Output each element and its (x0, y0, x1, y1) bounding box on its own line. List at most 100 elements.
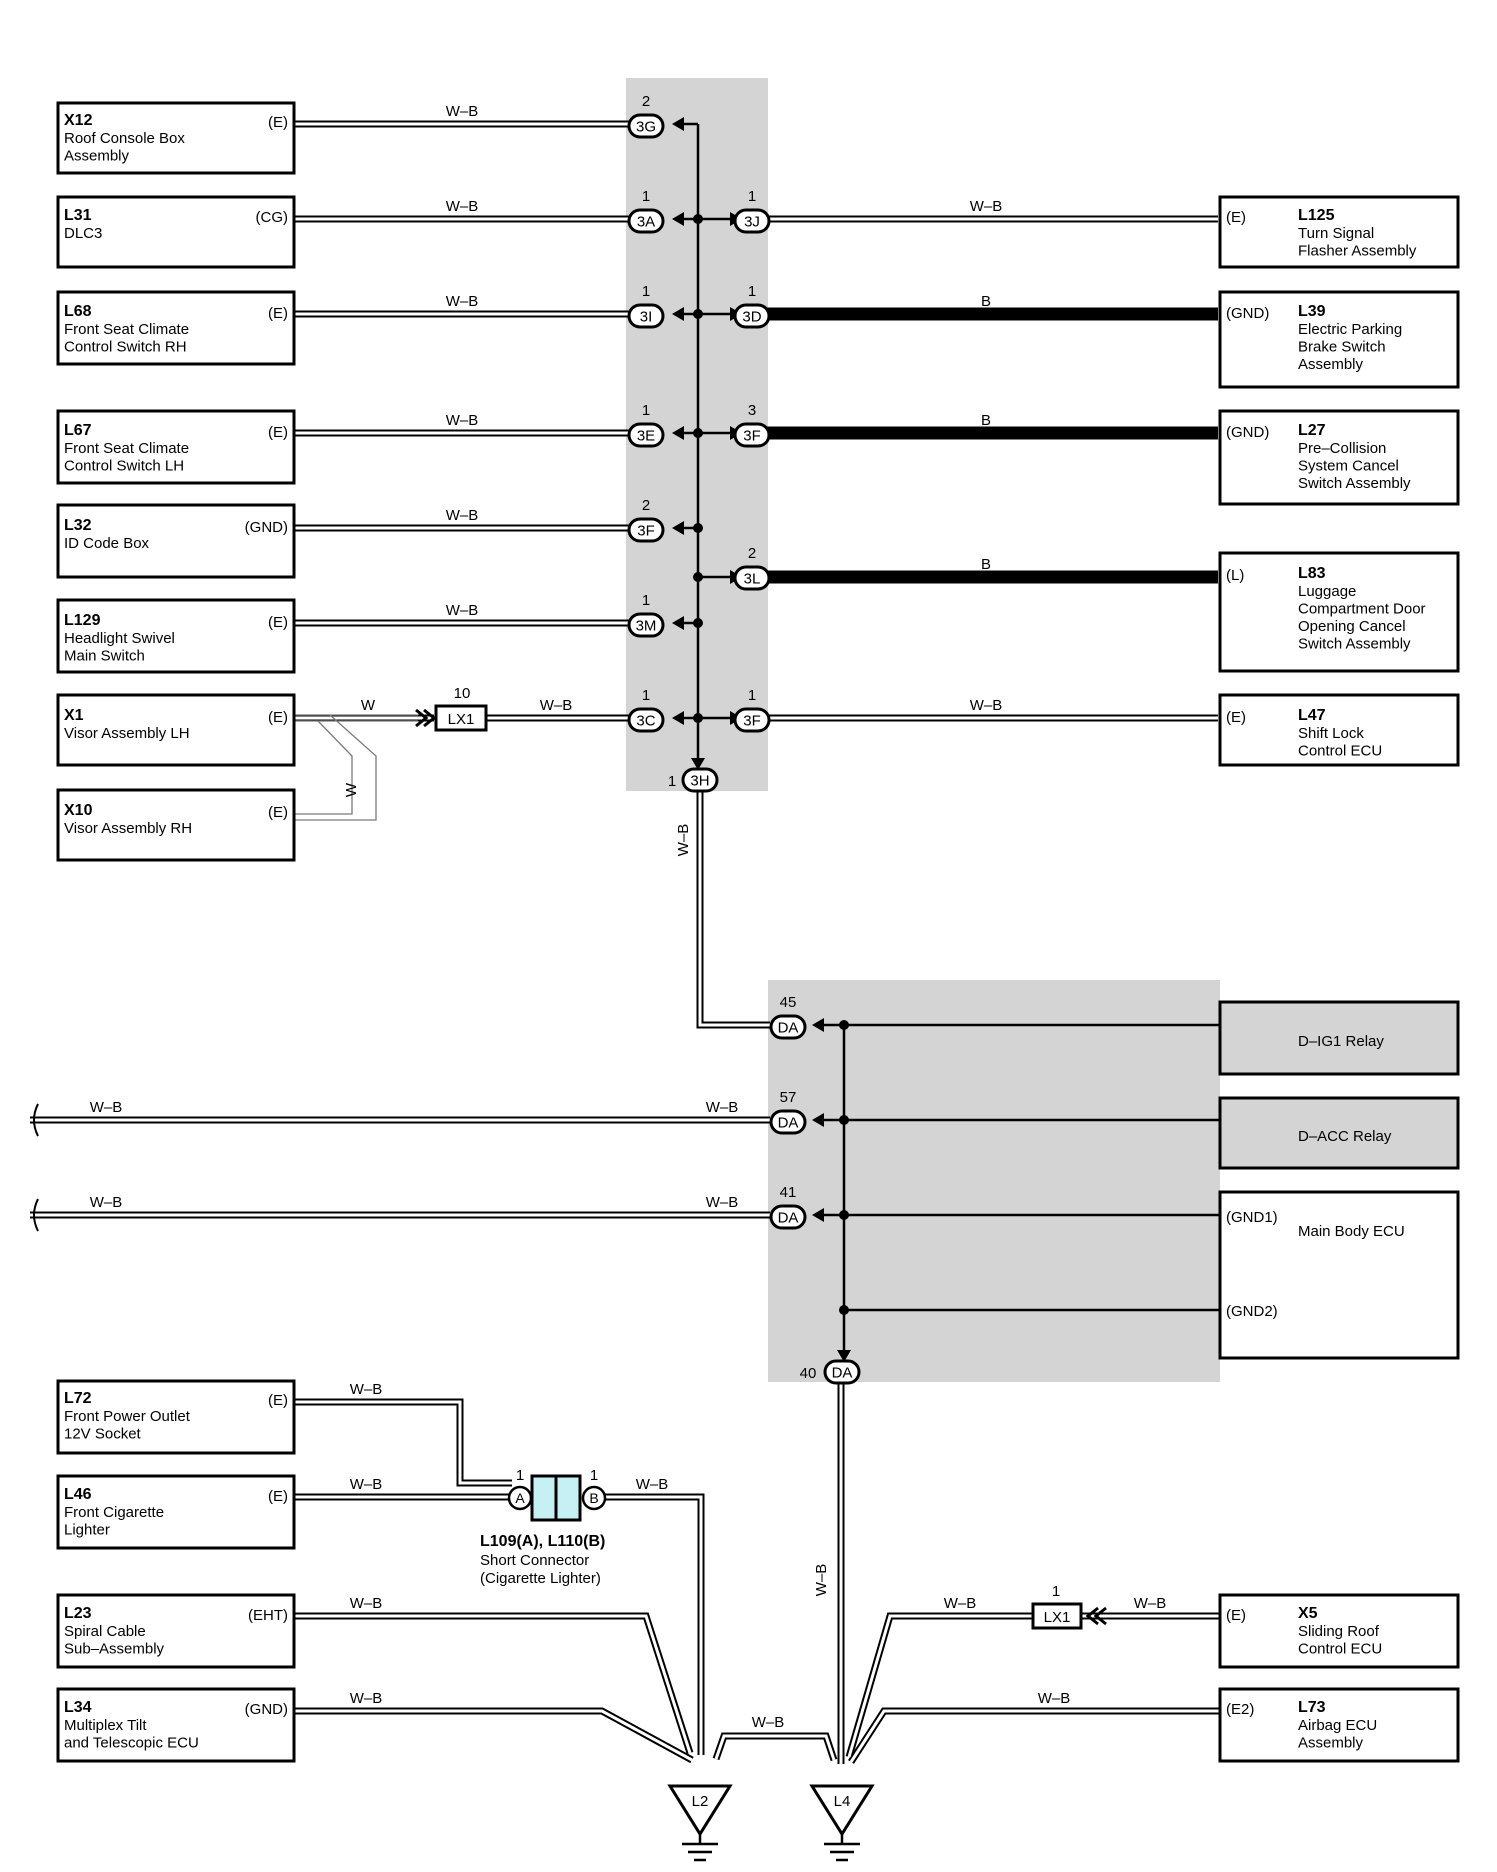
connector-c3d-pin: 1 (748, 283, 756, 300)
l125-name-line: Turn Signal (1298, 225, 1374, 242)
connector-c3f_r-name: 3F (743, 428, 761, 445)
l39-name-line: Assembly (1298, 356, 1364, 373)
l129-code-label: L129 (64, 612, 101, 629)
connector-c3c-name: 3C (636, 713, 655, 730)
l72-terminal-label: (E) (268, 1392, 288, 1409)
l31-code-label: L31 (64, 207, 92, 224)
connector-c3g-pin: 2 (642, 93, 650, 110)
wire-color-label: W–B (636, 1476, 669, 1493)
wire-color-label: B (981, 556, 991, 573)
l72-code-label: L72 (64, 1390, 92, 1407)
x10-code-label: X10 (64, 802, 93, 819)
connector-c3d-name: 3D (742, 309, 761, 326)
main-body-ecu-label: Main Body ECU (1298, 1223, 1405, 1240)
connector-c3l-name: 3L (744, 571, 761, 588)
main-body-gnd1-label: (GND1) (1226, 1209, 1278, 1226)
connector-pills: 3G23A13J13I13D13E13F33F23L23M13C13F13H1D… (627, 93, 861, 1385)
l73-terminal-label: (E2) (1226, 1701, 1254, 1718)
l27-terminal-label: (GND) (1226, 424, 1269, 441)
connector-da40 (823, 1359, 861, 1385)
l67-name-line: Front Seat Climate (64, 440, 189, 457)
wire-color-label: W–B (446, 602, 479, 619)
l83-terminal-label: (L) (1226, 567, 1244, 584)
l23-code-label: L23 (64, 1605, 92, 1622)
l68-terminal-label: (E) (268, 305, 288, 322)
l73-code-label: L73 (1298, 1699, 1326, 1716)
wire-color-label: W–B (752, 1714, 785, 1731)
l72-name-line: 12V Socket (64, 1426, 142, 1443)
l27-name-line: Pre–Collision (1298, 440, 1386, 457)
x12-terminal-label: (E) (268, 114, 288, 131)
l68-name-line: Control Switch RH (64, 339, 187, 356)
connector-c3d (733, 303, 771, 329)
connector-c3f_l-name: 3F (637, 523, 655, 540)
connector-c3j-pin: 1 (748, 188, 756, 205)
connector-c3m-name: 3M (636, 618, 657, 635)
wire-color-label: W–B (813, 1564, 830, 1597)
dacc-relay-label: D–ACC Relay (1298, 1128, 1392, 1145)
l83-code-label: L83 (1298, 565, 1326, 582)
l83-name-line: Opening Cancel (1298, 618, 1406, 635)
short-connector-pin-a-num: 1 (516, 1467, 524, 1484)
l27-name-line: System Cancel (1298, 458, 1399, 475)
l39-name-line: Electric Parking (1298, 321, 1402, 338)
x12-name-line: Assembly (64, 148, 130, 165)
connector-c3g-name: 3G (636, 119, 656, 136)
connector-c3i-name: 3I (640, 309, 653, 326)
x12-name-line: Roof Console Box (64, 130, 185, 147)
l67-code-label: L67 (64, 422, 92, 439)
short-connector-body (507, 1474, 607, 1522)
l27-code-label: L27 (1298, 422, 1326, 439)
wire-color-label: W–B (540, 697, 573, 714)
l46-code-label: L46 (64, 1486, 92, 1503)
connector-c3f_r (733, 422, 771, 448)
short-connector-pin-b: B (589, 1490, 598, 1506)
wire-color-label: W–B (1134, 1595, 1167, 1612)
dig1-relay-label: D–IG1 Relay (1298, 1033, 1384, 1050)
x5-name-line: Sliding Roof (1298, 1623, 1380, 1640)
l83-name-line: Compartment Door (1298, 601, 1426, 618)
ground-l4-label: L4 (834, 1793, 851, 1810)
l67-terminal-label: (E) (268, 424, 288, 441)
wire-color-label: W–B (970, 198, 1003, 215)
l39-name-line: Brake Switch (1298, 339, 1386, 356)
l125-code-label: L125 (1298, 207, 1335, 224)
connector-c3f_r2-pin: 1 (748, 687, 756, 704)
component-boxes (56, 101, 1460, 1763)
l73-name-line: Assembly (1298, 1735, 1364, 1752)
connector-c3m (627, 612, 665, 638)
connector-c3f_r2-name: 3F (743, 713, 761, 730)
connector-c3f_r2 (733, 707, 771, 733)
l67-name-line: Control Switch LH (64, 458, 184, 475)
connector-c3j (733, 208, 771, 234)
x12-code-label: X12 (64, 112, 93, 129)
l47-name-line: Shift Lock (1298, 725, 1364, 742)
connector-c3h-pin: 1 (668, 773, 676, 790)
short-connector-desc: Short Connector (480, 1552, 589, 1569)
wire-color-label: W–B (706, 1194, 739, 1211)
wire-color-label: W–B (350, 1476, 383, 1493)
connector-da45 (769, 1014, 807, 1040)
l23-name-line: Sub–Assembly (64, 1641, 165, 1658)
wire-color-label: B (981, 293, 991, 310)
connector-c3f_l (627, 517, 665, 543)
wire-color-label: W–B (90, 1194, 123, 1211)
connector-c3h (681, 767, 719, 793)
ground-l2-label: L2 (692, 1793, 709, 1810)
l46-name-line: Lighter (64, 1522, 110, 1539)
l46-terminal-label: (E) (268, 1488, 288, 1505)
wire-color-label: W–B (446, 198, 479, 215)
connector-c3f_r-pin: 3 (748, 402, 756, 419)
connector-da57 (769, 1109, 807, 1135)
lx1-bottom-name: LX1 (1044, 1609, 1071, 1626)
connector-c3g (627, 113, 665, 139)
wire-color-label: W–B (446, 507, 479, 524)
x10-name-line: Visor Assembly RH (64, 820, 192, 837)
x1-code-label: X1 (64, 707, 84, 724)
junction-block-lower (768, 980, 1220, 1382)
wire-color-label: W–B (90, 1099, 123, 1116)
wire-color-label: W–B (970, 697, 1003, 714)
connector-c3i-pin: 1 (642, 283, 650, 300)
